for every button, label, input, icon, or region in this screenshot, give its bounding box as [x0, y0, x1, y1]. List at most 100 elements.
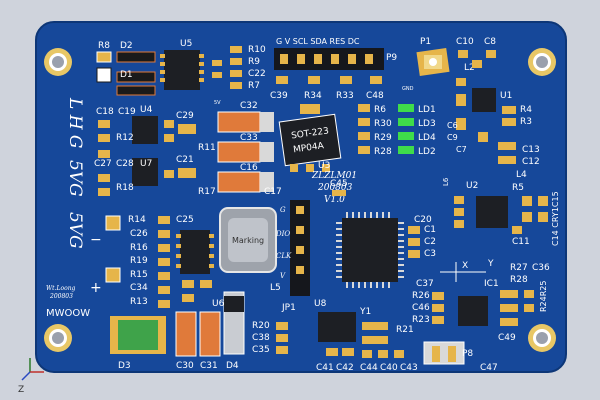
caps-c30-c31 — [175, 311, 221, 357]
r8-body — [96, 67, 112, 83]
label-c25: C25 — [176, 215, 194, 225]
label-c40: C40 — [380, 363, 398, 373]
d2-body — [116, 51, 156, 63]
label-l6: L6 — [442, 177, 450, 186]
u1-passives — [456, 94, 516, 130]
label-c7: C7 — [456, 145, 467, 154]
label-c44: C44 — [360, 363, 378, 373]
label-ld1: LD1 — [418, 105, 436, 115]
led-ld4 — [398, 132, 414, 140]
label-d2: D2 — [120, 41, 133, 51]
u3-label-mp: MP04A — [293, 141, 326, 155]
r8-pad — [96, 51, 112, 63]
label-p1: P1 — [420, 37, 431, 47]
jp1-label-g: G — [280, 206, 286, 214]
u1-ic — [472, 88, 496, 112]
label-ic1: IC1 — [484, 279, 499, 289]
label-c14-cry1-c15: C14 CRY1C15 — [551, 191, 560, 246]
u8-ic — [318, 312, 356, 342]
label-c35: C35 — [252, 345, 270, 355]
label-c21: C21 — [176, 155, 194, 165]
label-u5: U5 — [180, 39, 192, 49]
label-p8: P8 — [462, 349, 473, 359]
label-r28: R28 — [374, 147, 392, 157]
crystal-cry1 — [522, 196, 548, 222]
lower-right-passives — [500, 290, 534, 326]
label-r15: R15 — [130, 270, 148, 280]
label-c43: C43 — [400, 363, 418, 373]
label-c18: C18 — [96, 107, 114, 117]
diode-d4 — [223, 291, 245, 355]
u6-pins — [176, 234, 214, 268]
label-c31: C31 — [200, 361, 218, 371]
u2-ic — [476, 196, 508, 228]
label-r23: R23 — [412, 315, 430, 325]
label-c22: C22 — [248, 69, 266, 79]
board-axis-x: X — [462, 261, 468, 271]
polarity-pads — [105, 215, 121, 283]
label-r13: R13 — [130, 297, 148, 307]
rf-passives — [456, 50, 496, 86]
label-c48: C48 — [366, 91, 384, 101]
header-top-labels: G V SCL SDA RES DC — [276, 37, 360, 46]
label-l5: L5 — [270, 283, 281, 293]
label-r4: R4 — [520, 105, 532, 115]
silk-board-id: ZLZLM01 — [311, 171, 357, 181]
label-r17: R17 — [198, 187, 216, 197]
tantalum-caps — [217, 111, 274, 193]
label-y1: Y1 — [359, 307, 371, 317]
mid-right-passives — [478, 132, 516, 164]
label-r7: R7 — [248, 81, 260, 91]
led-ld1 — [398, 104, 414, 112]
label-l2: L2 — [464, 63, 475, 73]
polarity-minus: − — [90, 232, 102, 248]
label-r29: R29 — [374, 133, 392, 143]
mounting-hole-bl — [44, 324, 72, 352]
label-c16: C16 — [240, 163, 258, 173]
label-r11: R11 — [198, 143, 216, 153]
label-u2: U2 — [466, 181, 478, 191]
u6-ic — [180, 230, 210, 274]
silk-5vg-1: 5VG — [65, 160, 85, 197]
label-p9: P9 — [386, 53, 397, 63]
polarity-plus: + — [90, 280, 102, 296]
mounting-hole-tr — [528, 48, 556, 76]
left-lower-passives — [158, 216, 170, 308]
label-d1: D1 — [120, 70, 133, 80]
y1-pads — [362, 322, 388, 344]
label-c36: C36 — [532, 263, 550, 273]
label-r6: R6 — [374, 105, 386, 115]
label-c26: C26 — [130, 229, 148, 239]
label-c13: C13 — [522, 145, 540, 155]
d1-body — [116, 71, 156, 83]
label-c32: C32 — [240, 101, 258, 111]
label-r24-r25: R24R25 — [539, 281, 548, 313]
led-ld2 — [398, 146, 414, 154]
silk-5vg-2: 5VG — [65, 212, 85, 249]
mounting-hole-br — [528, 324, 556, 352]
label-r20: R20 — [252, 321, 270, 331]
label-c17: C17 — [264, 187, 282, 197]
mid-lower-passives — [432, 292, 444, 324]
label-c34: C34 — [130, 283, 148, 293]
u2-passives — [454, 196, 522, 234]
label-c6: C6 — [447, 121, 458, 130]
silk-author-date: 200803 — [49, 293, 73, 300]
label-u4: U4 — [140, 105, 153, 115]
label-r8: R8 — [98, 41, 110, 51]
label-u6: U6 — [212, 299, 225, 309]
silk-board-version: V1.0 — [324, 195, 345, 205]
label-c30: C30 — [176, 361, 194, 371]
label-gnd: GND — [402, 86, 414, 92]
connector-p8 — [423, 341, 465, 365]
board-axis-y: Y — [487, 259, 494, 269]
label-d3: D3 — [118, 361, 131, 371]
label-u1: U1 — [500, 91, 512, 101]
label-l4: L4 — [516, 170, 527, 180]
label-r14: R14 — [128, 215, 146, 225]
diode-d3 — [110, 316, 166, 354]
inductor-marking: Marking — [232, 236, 264, 245]
label-r30: R30 — [374, 119, 392, 129]
label-r18: R18 — [116, 183, 134, 193]
label-r9: R9 — [248, 57, 260, 67]
